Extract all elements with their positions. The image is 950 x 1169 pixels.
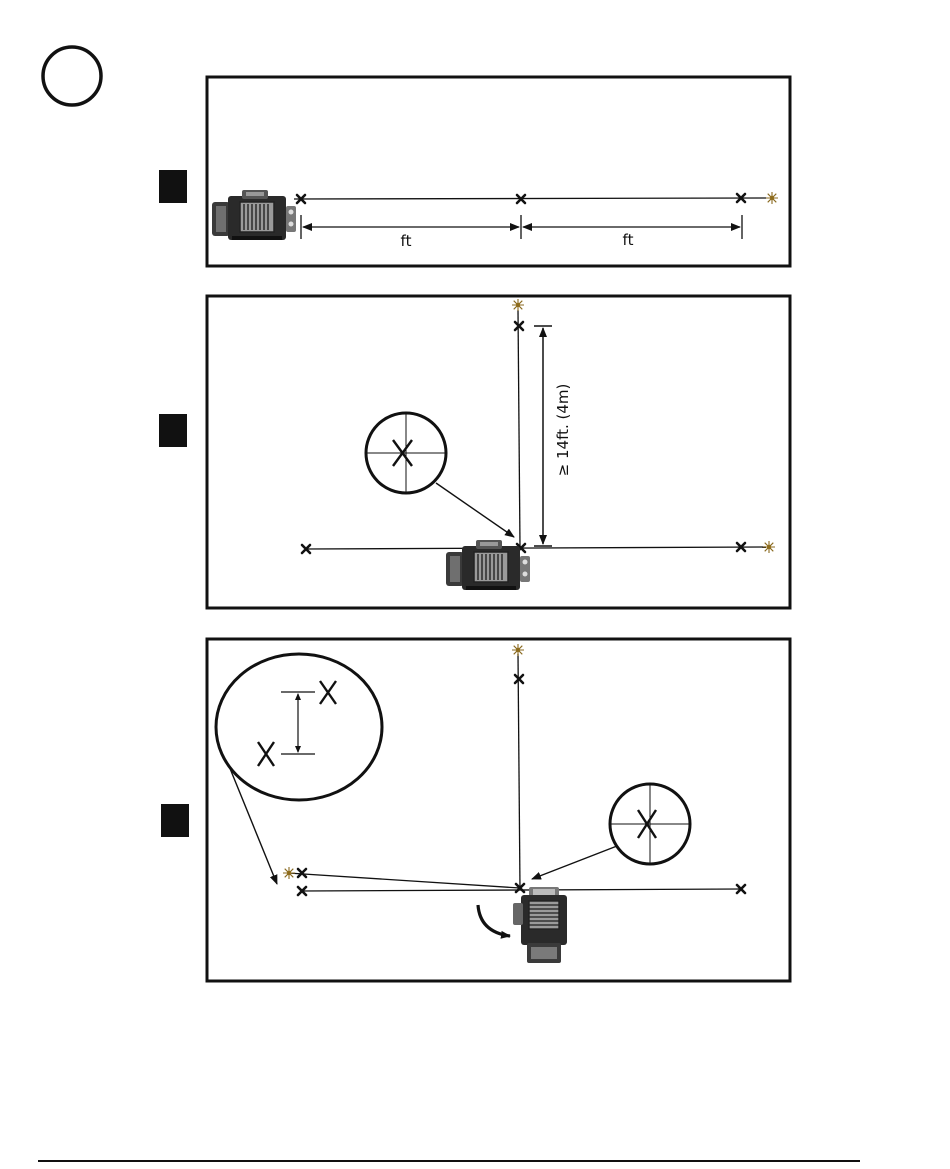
panel-1-tag-icon — [159, 170, 187, 203]
left-distance-label: ft — [401, 232, 412, 250]
distance-label: ≥ 14ft. (4m) — [554, 384, 572, 477]
panel-1: ft ft — [159, 77, 790, 266]
panel-3-tag-icon — [161, 804, 189, 837]
laser-burst-icon — [766, 192, 778, 204]
panel-3 — [161, 639, 790, 981]
magnified-offset-detail — [216, 654, 382, 800]
magnified-crosshair-icon — [366, 413, 446, 493]
laser-burst-icon — [763, 541, 775, 553]
magnified-crosshair-icon — [610, 784, 690, 864]
step-marker-circle-icon — [43, 47, 101, 105]
panel-2: ≥ 14ft. (4m) — [159, 296, 790, 608]
laser-burst-icon — [512, 644, 524, 656]
right-distance-label: ft — [623, 231, 634, 249]
laser-burst-icon — [283, 867, 295, 879]
panel-2-tag-icon — [159, 414, 187, 447]
laser-burst-icon — [512, 299, 524, 311]
